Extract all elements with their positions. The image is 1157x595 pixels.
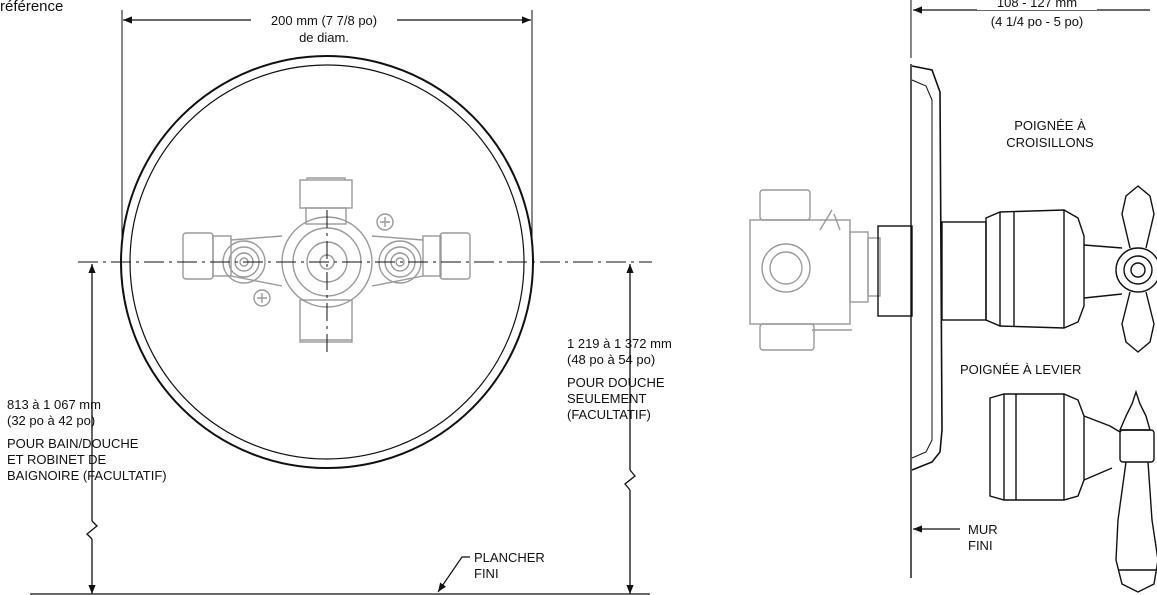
cross-handle-drawing — [985, 185, 1157, 353]
shower-height-break-symbol — [624, 469, 636, 491]
escutcheon-side-profile — [911, 65, 943, 471]
floor-label-line1: PLANCHER — [474, 550, 545, 565]
tub-height-label-line5: BAIGNOIRE (FACULTATIF) — [7, 468, 167, 483]
lever-handle-drawing — [989, 389, 1157, 593]
stem-housing — [941, 221, 987, 321]
diameter-label-line2: de diam. — [299, 30, 349, 45]
valve-body-side — [749, 189, 881, 351]
shower-height-label-line5: (FACULTATIF) — [567, 407, 651, 422]
shower-height-label-line4: SEULEMENT — [567, 391, 647, 406]
wall-label-line2: FINI — [968, 538, 993, 553]
tub-height-label-line2: (32 po à 42 po) — [7, 413, 96, 428]
depth-label-line2: (4 1/4 po - 5 po) — [990, 14, 1084, 29]
tub-height-label-line4: ET ROBINET DE — [7, 452, 107, 467]
cross-handle-label-line2: CROISILLONS — [1006, 135, 1094, 150]
tub-height-label-line3: POUR BAIN/DOUCHE — [7, 436, 139, 451]
reference-label: référence — [0, 0, 64, 15]
shower-height-label-line3: POUR DOUCHE — [567, 375, 665, 390]
sleeve — [877, 225, 913, 317]
tub-height-break-symbol — [86, 520, 98, 540]
tub-height-label-line1: 813 à 1 067 mm — [7, 397, 101, 412]
side-view — [749, 0, 1157, 593]
floor-label-line2: FINI — [474, 566, 499, 581]
front-view — [30, 10, 652, 595]
shower-height-label-line2: (48 po à 54 po) — [567, 352, 656, 367]
shower-height-label-line1: 1 219 à 1 372 mm — [567, 336, 672, 351]
diameter-label-line1: 200 mm (7 7/8 po) — [251, 13, 397, 28]
floor-leader — [437, 556, 470, 593]
cross-handle-label-line1: POIGNÉE À — [1014, 118, 1086, 133]
lever-handle-label: POIGNÉE À LEVIER — [960, 362, 1082, 377]
depth-label-line1: 108 - 127 mm — [977, 0, 1097, 10]
wall-label-line1: MUR — [968, 522, 998, 537]
